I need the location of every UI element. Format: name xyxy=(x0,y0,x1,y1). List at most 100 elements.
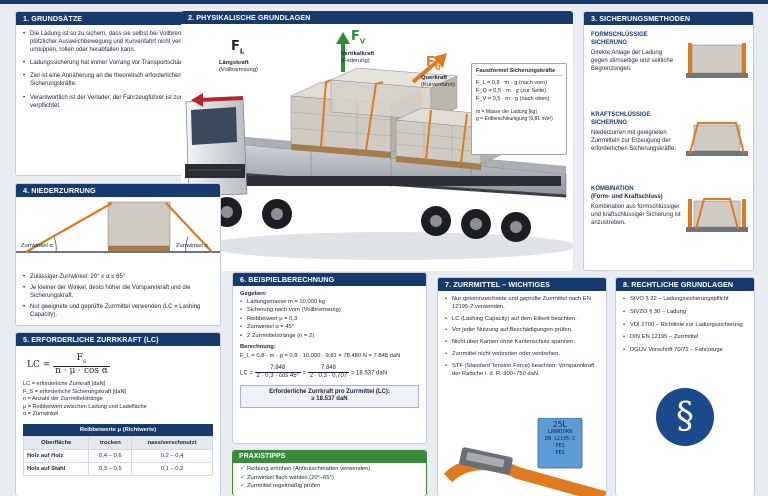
list-item: Ladungssicherung hat immer Vorrang vor T… xyxy=(23,59,213,67)
panel-title: 3. SICHERUNGSMETHODEN xyxy=(584,12,753,25)
cell: Holz auf Holz xyxy=(22,449,90,464)
list-item: Verantwortlich ist der Verlader, der Fah… xyxy=(23,94,213,110)
law-item: DGUV Vorschrift 70/71 – Fahrzeuge xyxy=(623,347,747,355)
law-item: VDI 2700 – Richtlinie zur Ladungssicheru… xyxy=(623,322,747,330)
given-title: Gegeben: xyxy=(240,291,267,297)
cell: 0,4 – 0,6 xyxy=(88,449,133,464)
given-item: Ladungsmasse m = 10.000 kg xyxy=(240,299,419,307)
formula-legend: m = Masse der Ladung [kg] xyxy=(476,109,537,115)
given-item: Reibbeiwert μ = 0,3 xyxy=(240,316,419,324)
list-item: Die Ladung ist so zu sichern, dass sie s… xyxy=(23,30,213,54)
method-name: KOMBINATION xyxy=(591,186,634,192)
frac1-den: 2 · 0,3 · cos 45° xyxy=(256,373,299,380)
label-line: LRNNIOKN xyxy=(547,429,573,435)
method-sub: (Form- und Kraftschluss) xyxy=(591,194,663,201)
legend-item: μ = Reibbeiwert zwischen Ladung und Lade… xyxy=(23,403,147,410)
label-line: 25L xyxy=(552,420,568,429)
panel-niederzurrung: 4. NIEDERZURRUNG Zurrwinkel α Zurrwinkel… xyxy=(15,183,221,326)
lc-lhs: LC = xyxy=(27,360,51,370)
top-bar xyxy=(0,0,768,4)
fl-name: Längskraft xyxy=(219,60,249,66)
list-item: Nicht über Kanten ohne Kantenschutz span… xyxy=(445,339,599,347)
method-desc: Niederzurren mit geeigneten Zurrmitteln … xyxy=(591,130,677,153)
given-item: Sicherung nach vorn (Vollbremsung) xyxy=(240,307,419,315)
panel-methoden: 3. SICHERUNGSMETHODEN FORMSCHLÜSSIGE SIC… xyxy=(583,11,754,271)
frac2-num: 7.848 xyxy=(307,365,350,374)
frac2-den: 2 · 0,3 · 0,707 xyxy=(309,373,348,380)
label-line: PES xyxy=(555,450,565,456)
list-item: LC (Lashing Capacity) auf dem Etikett be… xyxy=(445,316,599,324)
method-desc: Direkte Anlage der Ladung gegen stirnsei… xyxy=(591,50,674,73)
calc-title: Berechnung: xyxy=(240,343,276,350)
tip-item: Zurrmittel regelmäßig prüfen xyxy=(240,483,419,491)
panel-title: 4. NIEDERZURRUNG xyxy=(16,184,220,197)
formula-legend: g = Erdbeschleunigung (9,81 m/s²) xyxy=(476,116,553,122)
fv-desc: (Federung) xyxy=(341,58,370,64)
panel-recht: 8. RECHTLICHE GRUNDLAGEN StVO § 22 – Lad… xyxy=(615,277,755,496)
table-caption: Reibbeiwerte μ (Richtwerte) xyxy=(23,423,213,437)
paragraph-icon: § xyxy=(656,388,714,446)
angle-label-left: Zurrwinkel α xyxy=(21,243,53,249)
panel-title: 2. PHYSIKALISCHE GRUNDLAGEN xyxy=(181,11,573,24)
lc-num-sub: S xyxy=(82,358,87,365)
cell: 0,3 – 0,5 xyxy=(88,462,133,477)
panel-title: 8. RECHTLICHE GRUNDLAGEN xyxy=(616,278,754,291)
formschluss-icon xyxy=(686,43,748,78)
calc-line: F_L = 0,8 · m · g = 0,8 · 10.000 · 9,81 … xyxy=(240,353,401,360)
fq-symbol: F xyxy=(426,55,435,70)
result-label: Erforderliche Zurrkraft pro Zurrmittel (… xyxy=(269,388,390,395)
lc-den: n · μ · cos α xyxy=(55,365,108,376)
equals: = xyxy=(302,370,307,377)
legend-item: F_S = erforderliche Sicherungskraft [daN… xyxy=(23,388,127,395)
panel-title: 6. BEISPIELBERECHNUNG xyxy=(233,273,426,286)
result-value: ≥ 18.537 daN xyxy=(311,396,348,403)
given-item: 2 Zurrmittelstränge (n = 2) xyxy=(240,333,419,341)
list-item: Nur gekennzeichnete und geprüfte Zurrmit… xyxy=(445,296,599,312)
panel-praxistipps: PRAXISTIPPS Reibung erhöhen (Antirutschm… xyxy=(232,450,427,496)
formula-box-title: Faustformel Sicherungskräfte xyxy=(476,67,562,76)
panel-beispiel: 6. BEISPIELBERECHNUNG Gegeben: Ladungsma… xyxy=(232,272,427,444)
method-desc: Kombination aus formschlüssiger und kraf… xyxy=(591,204,681,227)
result-inline: = 18.537 daN xyxy=(350,370,388,377)
legend-item: α = Zurrwinkel xyxy=(23,411,59,418)
fq-name: Querkraft xyxy=(421,75,448,81)
formula-row: F_Q = 0,5 · m · g (zur Seite) xyxy=(476,88,547,94)
result-box: Erforderliche Zurrkraft pro Zurrmittel (… xyxy=(240,384,419,408)
panel-title: PRAXISTIPPS xyxy=(233,451,426,463)
strap-label: 25L LRNNIOKN EN 12195-2 PES PES xyxy=(538,420,582,457)
list-item: STF (Standard Tension Force) beachten: V… xyxy=(445,363,599,379)
truck-illustration xyxy=(185,32,573,260)
cell: 0,1 – 0,2 xyxy=(131,462,213,477)
panel-title: 7. ZURRMITTEL – WICHTIGES xyxy=(438,278,606,291)
panel-title: 1. GRUNDSÄTZE xyxy=(16,12,220,25)
law-item: StVZO § 30 – Ladung xyxy=(623,309,747,317)
law-item: DIN EN 12195 – Zurrmittel xyxy=(623,334,747,342)
panel-physik: 2. PHYSIKALISCHE GRUNDLAGEN xyxy=(181,11,573,271)
list-item: Zurrmittel nicht verknoten oder verdrehe… xyxy=(445,351,599,359)
label-line: EN 12195-2 xyxy=(544,436,576,442)
lc-calc-lhs: LC = xyxy=(240,370,253,377)
formula-row: F_L = 0,8 · m · g (nach vorn) xyxy=(476,80,548,86)
fl-sub: L xyxy=(239,47,245,56)
tip-item: Reibung erhöhen (Antirutschmatten verwen… xyxy=(240,466,419,474)
fq-sub: Q xyxy=(434,63,441,72)
list-item: Nur geeignete und geprüfte Zurrmittel ve… xyxy=(23,303,215,319)
panel-zurrmittel: 7. ZURRMITTEL – WICHTIGES Nur gekennzeic… xyxy=(437,277,607,496)
col-header: nass/verschmutzt xyxy=(131,436,213,451)
formula-row: F_V = 0,5 · m · g (nach oben) xyxy=(476,96,550,102)
fv-symbol: F xyxy=(351,29,360,44)
col-header: trocken xyxy=(88,436,133,451)
kombination-icon xyxy=(686,198,748,232)
frac1-num: 7.848 xyxy=(254,365,301,374)
lc-num: F xyxy=(76,353,83,363)
fq-desc: (Kurvenfahrt) xyxy=(421,82,455,88)
cell: 0,2 – 0,4 xyxy=(131,449,213,464)
list-item: Vor jeder Nutzung auf Beschädigungen prü… xyxy=(445,327,599,335)
list-item: Ziel ist eine Annäherung an die theoreti… xyxy=(23,72,213,88)
